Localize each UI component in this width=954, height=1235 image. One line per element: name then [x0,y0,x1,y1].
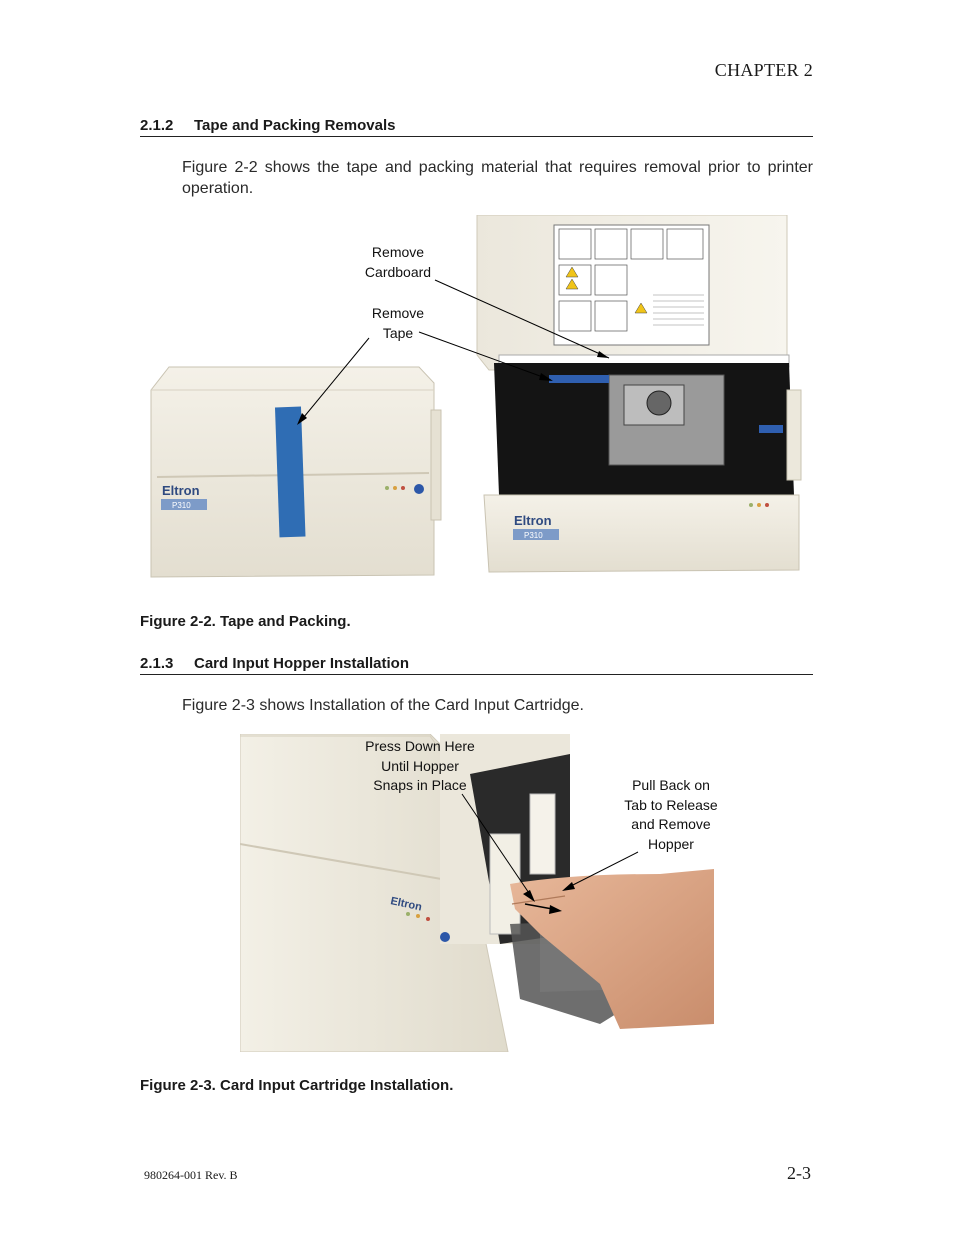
hand [510,869,714,1029]
figure-caption: Figure 2-2. Tape and Packing. [140,613,351,630]
section-number: 2.1.3 [140,655,174,672]
svg-text:Eltron: Eltron [514,513,552,528]
section-number: 2.1.2 [140,117,174,134]
page-number: 2-3 [787,1163,811,1183]
figure-caption: Figure 2-3. Card Input Cartridge Install… [140,1077,454,1094]
svg-text:P310: P310 [524,531,543,540]
section-title: Card Input Hopper Installation [194,655,410,672]
section-title: Tape and Packing Removals [194,117,396,134]
section-heading-2-1-3: 2.1.3 Card Input Hopper Installation [140,655,813,675]
svg-text:Eltron: Eltron [162,483,200,498]
section-paragraph: Figure 2-3 shows Installation of the Car… [182,697,584,714]
callout-remove-cardboard: Remove Cardboard [364,244,432,280]
figure-2-3-photo: Eltron [240,734,714,1052]
callout-pull-back: Pull Back on Tab to Release and Remove H… [624,777,718,852]
callout-press-down: Press Down Here Until Hopper Snaps in Pl… [365,738,475,793]
section-heading-2-1-2: 2.1.2 Tape and Packing Removals [140,117,813,137]
document-number: 980264-001 Rev. B [144,1168,238,1182]
open-printer-illustration: Eltron P310 [476,215,802,573]
section-paragraph: Figure 2-2 shows the tape and packing ma… [182,159,813,197]
chapter-heading: CHAPTER 2 [714,60,813,80]
instruction-label [553,224,710,346]
blue-tape [274,406,306,538]
svg-text:P310: P310 [172,501,191,510]
callout-remove-tape: Remove Tape [371,305,425,341]
figure-2-2-photo: Eltron P310 Eltron P [150,215,802,578]
closed-printer-illustration: Eltron P310 [150,366,442,578]
